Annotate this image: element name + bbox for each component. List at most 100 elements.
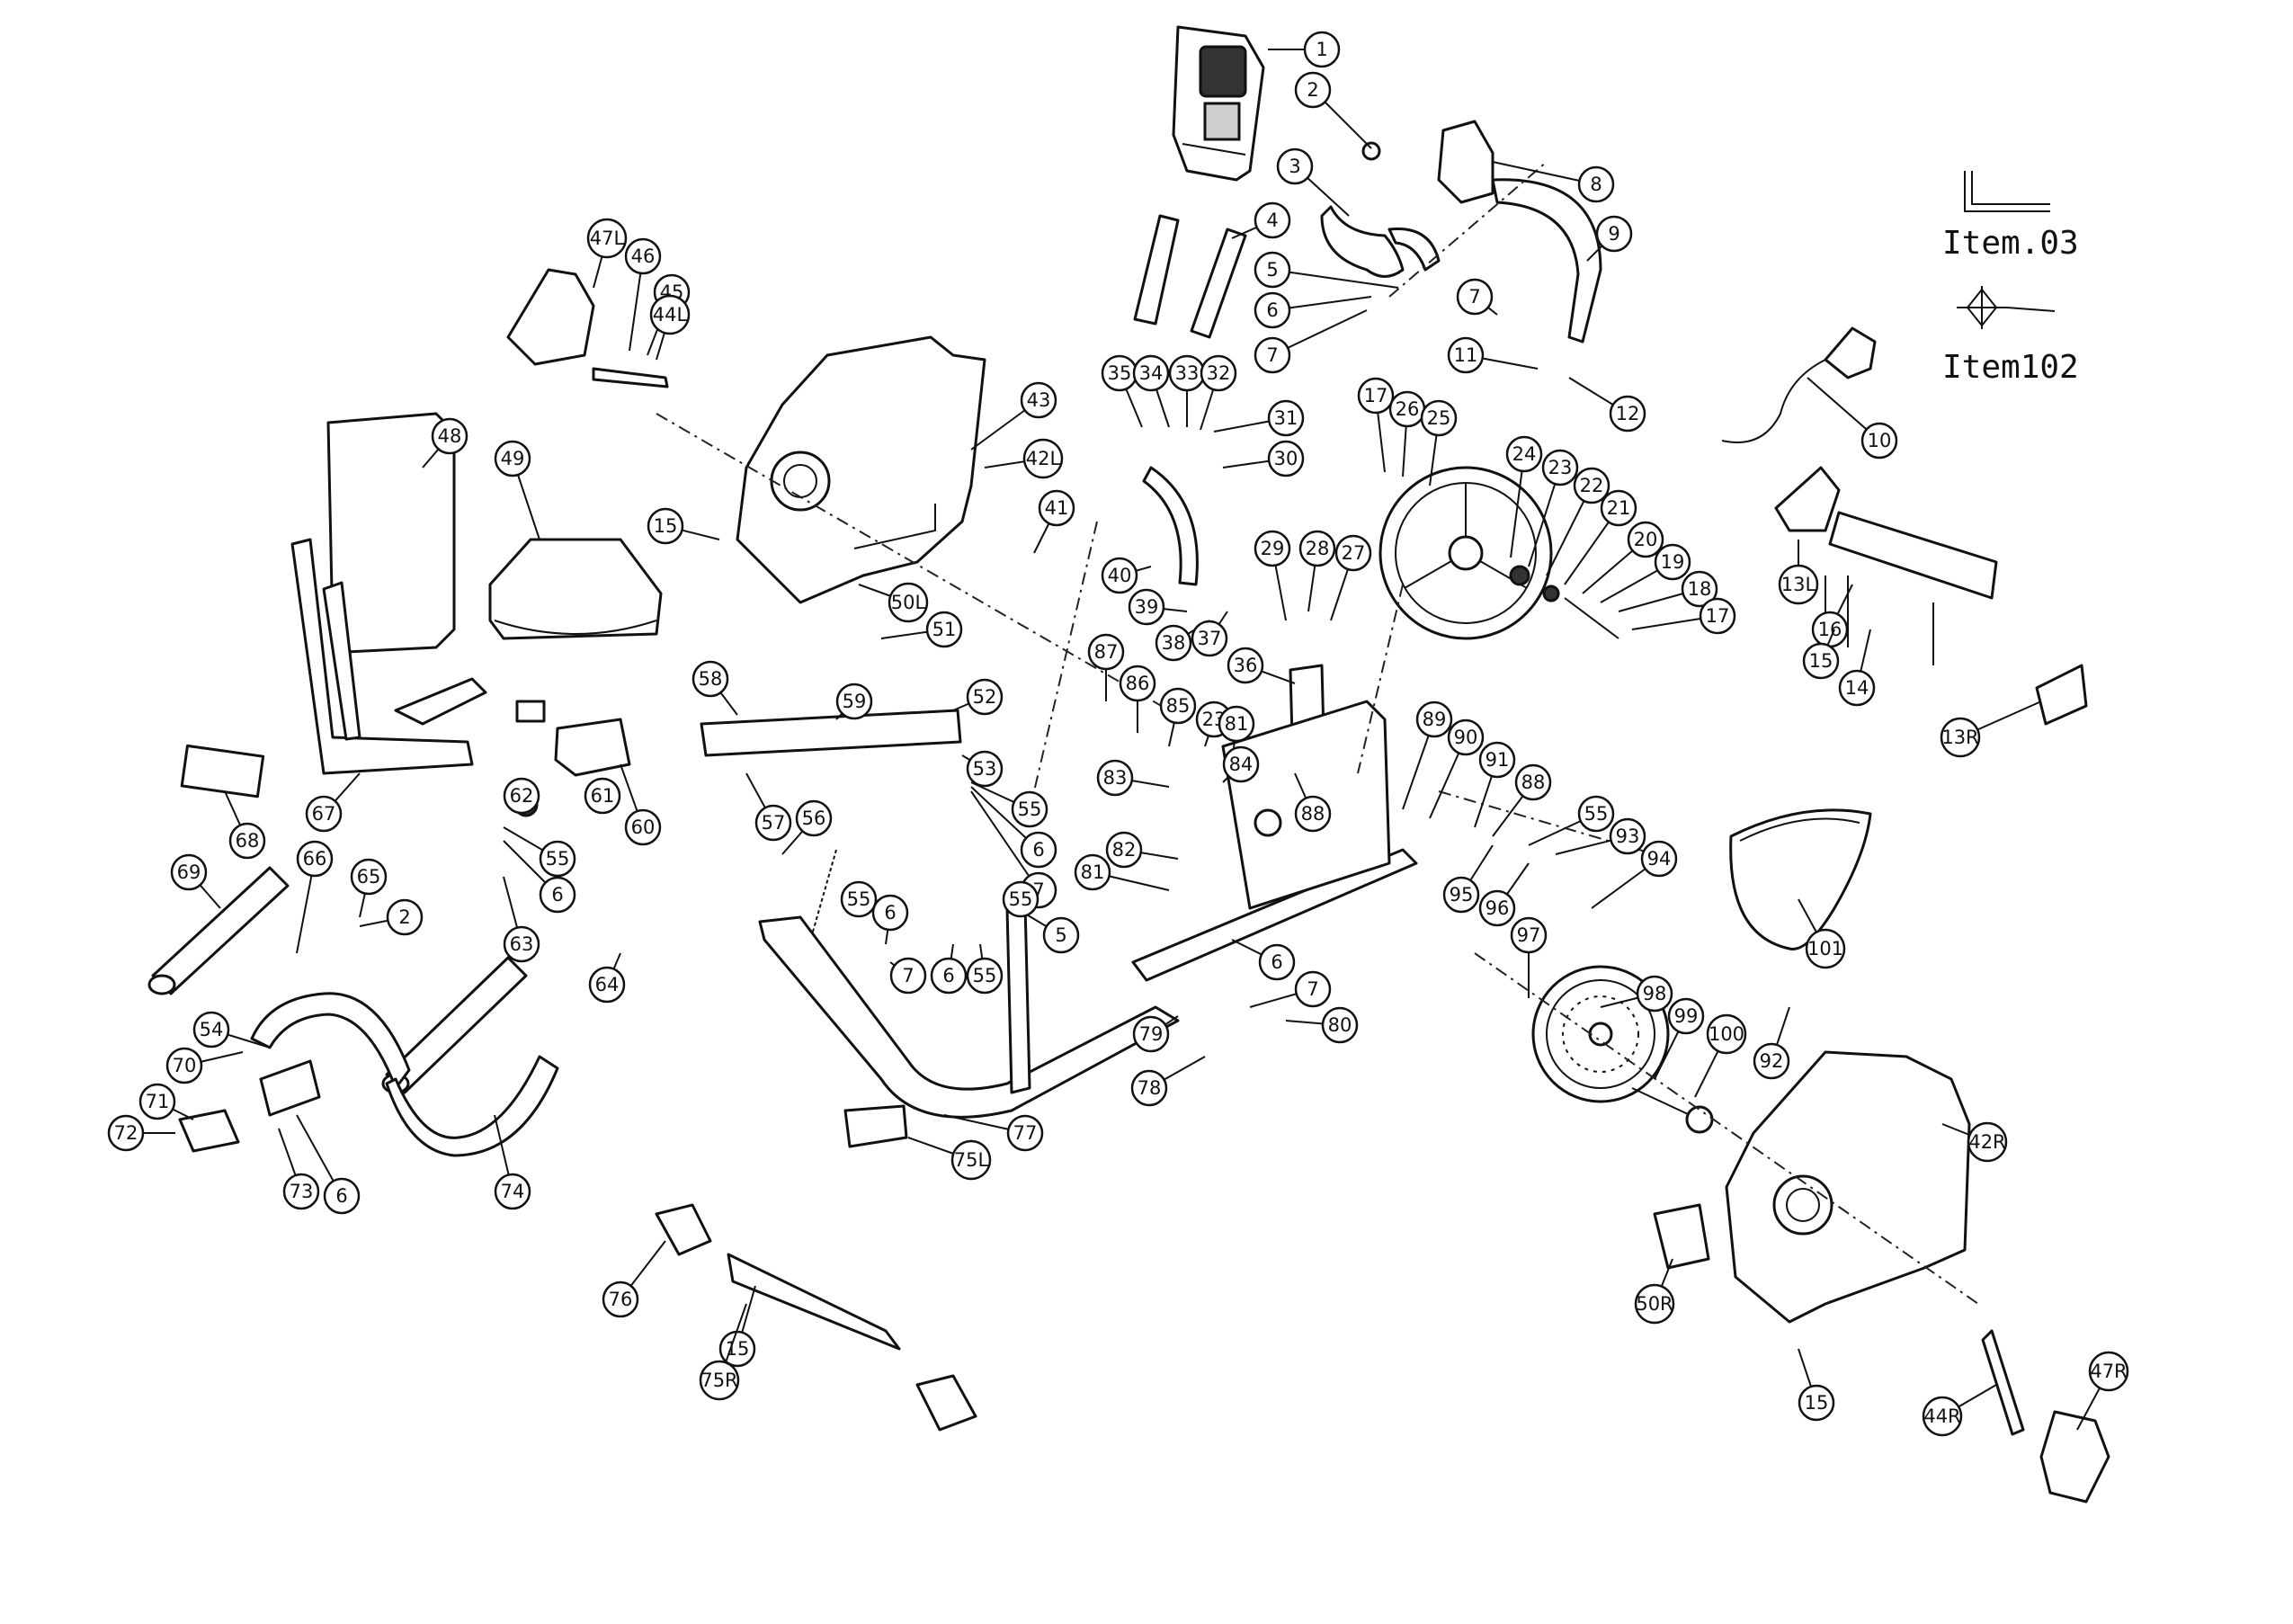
part-number-label: 54 [200,1019,224,1040]
part-number-label: 17 [1706,605,1730,627]
part-number-label: 32 [1207,362,1231,384]
part-callout-9: 9 [1595,215,1633,253]
part-callout-20: 20 [1627,521,1664,558]
part-callout-100: 100 [1706,1013,1747,1055]
part-number-label: 68 [236,830,260,852]
part-number-label: 38 [1162,632,1186,654]
part-callout-55: 55 [1002,880,1039,918]
part-callout-88: 88 [1514,763,1552,801]
part-callout-81: 81 [1218,705,1255,743]
part-number-label: 14 [1845,677,1869,699]
part-number-label: 66 [303,848,327,870]
upright-bracket-part [1437,120,1602,344]
part-number-label: 98 [1643,983,1667,1004]
part-number-label: 57 [762,812,786,834]
assembly-line [1033,521,1098,792]
part-number-label: 55 [546,848,570,870]
power-adapter-part [1721,326,1877,443]
part-number-label: 83 [1103,767,1128,789]
part-number-label: 81 [1225,713,1249,735]
part-callout-54: 54 [192,1011,230,1048]
part-callout-6: 6 [1254,291,1291,329]
part-number-label: 6 [1032,839,1044,861]
part-callout-76: 76 [602,1280,639,1318]
part-number-label: 87 [1094,641,1119,663]
part-callout-10: 10 [1860,422,1898,460]
part-number-label: 6 [335,1185,347,1207]
part-number-label: 60 [631,816,656,838]
part-callout-15: 15 [1798,1384,1835,1422]
part-number-label: 75R [700,1370,737,1391]
hand-pulse-grip-part [178,1109,240,1153]
part-callout-6: 6 [1020,831,1057,869]
part-number-label: 99 [1674,1005,1699,1027]
part-callout-75l: 75L [950,1139,992,1181]
part-number-label: 74 [501,1181,525,1202]
part-number-label: 27 [1342,542,1366,564]
part-number-label: 7 [1307,978,1318,1000]
callout-leader [1271,269,1399,289]
part-callout-80: 80 [1321,1006,1359,1044]
part-callout-71: 71 [138,1083,176,1120]
part-callout-42l: 42L [1022,438,1064,479]
part-number-label: 65 [357,866,381,888]
part-callout-25: 25 [1420,399,1458,437]
magnet-bracket-part [1142,466,1199,586]
part-number-label: 72 [114,1122,138,1144]
part-callout-60: 60 [624,808,662,846]
part-number-label: 23 [1548,457,1573,478]
assembly-line [656,413,1170,711]
part-callout-78: 78 [1130,1069,1168,1107]
part-number-label: 55 [847,888,871,910]
part-callout-7: 7 [1456,278,1494,316]
seat-handle-tube-left-part [147,866,290,995]
part-number-label: 44L [653,304,688,326]
allen-wrench-icon [1964,171,2050,212]
seat-handle-bar-part [250,992,559,1157]
part-number-label: 36 [1234,655,1258,676]
part-number-label: 55 [1584,803,1609,825]
part-number-label: 16 [1818,619,1842,640]
part-callout-40: 40 [1101,557,1138,594]
part-callout-101: 101 [1805,928,1846,969]
part-callout-35: 35 [1101,354,1138,392]
part-number-label: 77 [1013,1122,1038,1144]
part-number-label: 1 [1316,39,1327,60]
part-callout-82: 82 [1105,831,1143,869]
part-number-label: 5 [1266,259,1278,281]
part-callout-6: 6 [871,894,909,932]
part-callout-98: 98 [1636,975,1673,1013]
part-number-label: 63 [510,933,534,955]
handlebar-tubes-part [1133,214,1247,339]
part-callout-55: 55 [840,880,878,918]
part-callout-6: 6 [1258,943,1296,981]
part-number-label: 61 [591,785,615,807]
part-number-label: 47L [590,228,625,249]
part-callout-69: 69 [170,853,208,891]
part-callout-47l: 47L [586,218,628,259]
part-number-label: 21 [1607,497,1631,519]
part-number-label: 7 [1266,344,1278,366]
part-callout-88: 88 [1294,795,1332,833]
part-number-label: 41 [1045,497,1069,519]
handlebar-yoke-part [1320,141,1441,278]
part-callout-19: 19 [1654,543,1691,581]
part-callout-97: 97 [1510,916,1548,954]
cross-wrench-icon [1957,286,2056,329]
part-callout-87: 87 [1087,633,1125,671]
part-number-label: 79 [1139,1023,1164,1045]
part-callout-18: 18 [1681,570,1718,608]
part-callout-67: 67 [305,795,343,833]
part-callout-8: 8 [1577,165,1615,203]
part-number-label: 2 [398,906,410,928]
part-number-label: 50R [1636,1293,1673,1315]
part-callout-64: 64 [588,966,626,1004]
part-callout-44l: 44L [649,294,691,335]
part-number-label: 80 [1328,1014,1352,1036]
part-number-label: 7 [902,965,914,986]
part-number-label: 51 [932,619,957,640]
part-number-label: 86 [1126,673,1150,694]
part-callout-13l: 13L [1778,564,1819,605]
part-number-label: 6 [1271,951,1282,973]
